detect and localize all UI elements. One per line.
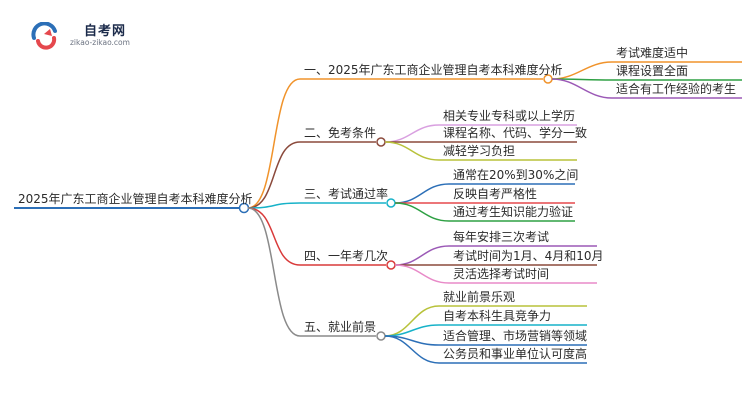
logo-mark-icon (31, 22, 57, 50)
leaf-label[interactable]: 相关专业专科或以上学历 (443, 109, 576, 123)
branch-node-circle (386, 198, 396, 208)
leaf-label[interactable]: 灵活选择考试时间 (453, 267, 550, 281)
leaf-connector (394, 264, 450, 284)
leaf-label[interactable]: 通常在20%到30%之间 (453, 168, 579, 182)
leaf-label[interactable]: 考试时间为1月、4月和10月 (453, 249, 604, 263)
branch-label[interactable]: 一、2025年广东工商企业管理自考本科难度分析 (304, 63, 563, 77)
branch-connector (247, 207, 301, 266)
leaf-connector (394, 245, 450, 266)
branch-connector (247, 78, 301, 209)
leaf-connector (384, 305, 440, 337)
branch-node-circle (376, 137, 386, 147)
branch-label[interactable]: 五、就业前景 (304, 320, 377, 334)
leaf-connector (551, 78, 613, 99)
leaf-label[interactable]: 适合有工作经验的考生 (616, 82, 737, 96)
branch-label[interactable]: 三、考试通过率 (304, 187, 389, 201)
leaf-label[interactable]: 每年安排三次考试 (453, 230, 550, 244)
leaf-connector (384, 141, 440, 161)
logo-title: 自考网 (84, 24, 127, 39)
site-logo[interactable]: 自考网 zikao-zikao.com (30, 20, 140, 52)
leaf-label[interactable]: 就业前景乐观 (443, 290, 516, 304)
leaf-connector (394, 202, 450, 222)
leaf-label[interactable]: 适合管理、市场营销等领域 (443, 329, 588, 343)
root-topic[interactable]: 2025年广东工商企业管理自考本科难度分析 (18, 192, 253, 206)
branch-label[interactable]: 四、一年考几次 (304, 249, 389, 263)
leaf-label[interactable]: 减轻学习负担 (443, 144, 516, 158)
logo-url: zikao-zikao.com (70, 38, 130, 47)
branch-connector (247, 202, 301, 209)
branch-node-circle (376, 331, 386, 341)
branch-label[interactable]: 二、免考条件 (304, 126, 377, 140)
leaf-connector (384, 335, 440, 364)
leaf-label[interactable]: 考试难度适中 (616, 46, 689, 60)
branch-node-circle (386, 260, 396, 270)
leaf-label[interactable]: 课程名称、代码、学分一致 (443, 126, 588, 140)
leaf-label[interactable]: 通过考生知识能力验证 (453, 205, 574, 219)
branch-connector (247, 207, 301, 337)
leaf-label[interactable]: 反映自考严格性 (453, 187, 538, 201)
branch-connector (247, 141, 301, 209)
leaf-label[interactable]: 公务员和事业单位认可度高 (443, 347, 588, 361)
leaf-label[interactable]: 课程设置全面 (616, 64, 689, 78)
leaf-connector (394, 183, 450, 204)
leaf-connector (384, 124, 440, 143)
leaf-label[interactable]: 自考本科生具竞争力 (443, 309, 552, 323)
